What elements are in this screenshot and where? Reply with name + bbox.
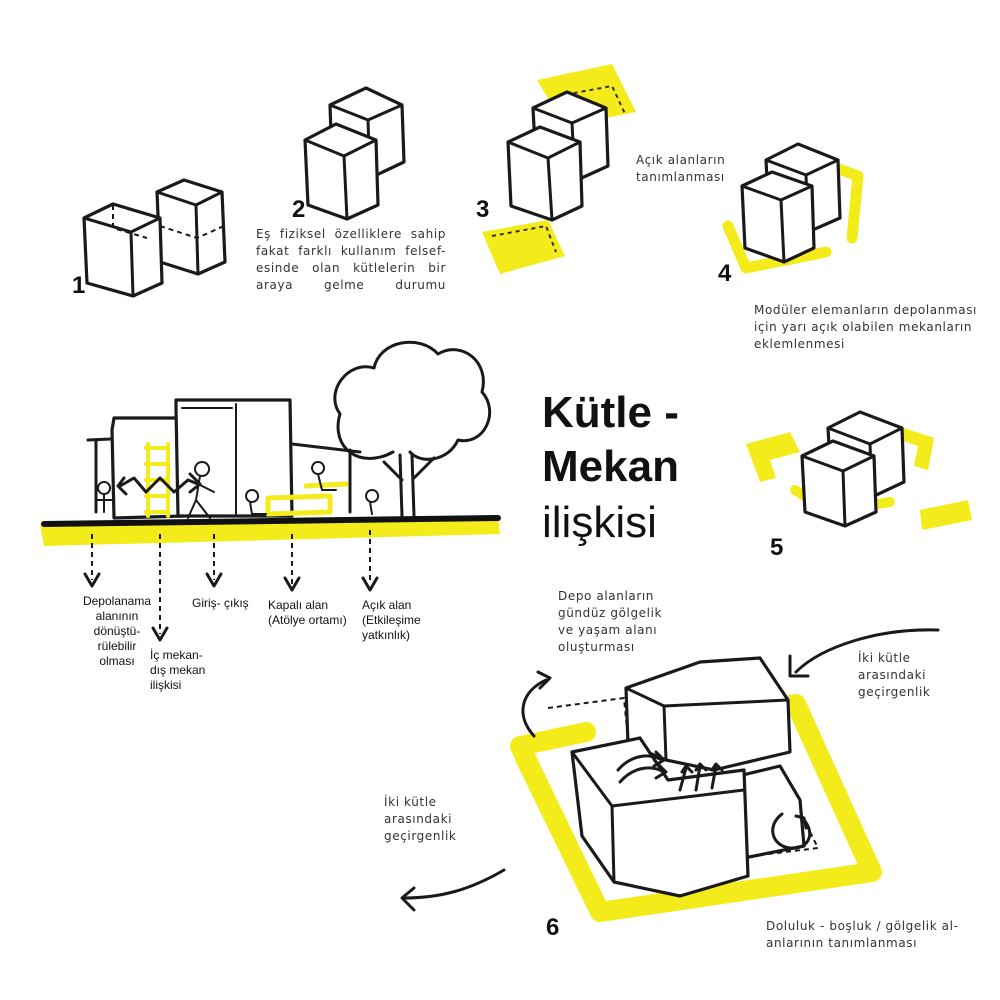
section-label-inside-outside: İç mekan- dış mekan ilişkisi	[150, 648, 206, 692]
section-label-storage: Depolanama alanının dönüştü- rülebilir o…	[82, 594, 152, 668]
step-2-caption: Eş fiziksel özelliklere sahip fakat fark…	[256, 227, 446, 292]
step-2-number: 2	[292, 196, 306, 223]
step-4-number: 4	[718, 260, 732, 287]
note-permeability-right: İki kütle arasındaki geçirgenlik	[858, 651, 931, 699]
step-6-drawing	[400, 628, 940, 922]
step-4-cubes	[722, 142, 864, 274]
step-3-cubes	[482, 64, 636, 274]
step-4-caption: Modüler elemanların depolanması için yar…	[754, 303, 977, 351]
step-1-cubes	[82, 178, 227, 298]
step-1-number: 1	[72, 272, 86, 299]
step-6-number: 6	[546, 914, 560, 941]
note-storage-shade: Depo alanların gündüz gölgelik ve yaşam …	[558, 589, 663, 654]
note-permeability-left: İki kütle arasındaki geçirgenlik	[384, 795, 457, 843]
step-3-caption: Açık alanların tanımlanması	[636, 153, 726, 184]
section-label-entrance: Giriş- çıkış	[192, 596, 249, 610]
note-solid-void: Doluluk - boşluk / gölgelik al- anlarını…	[766, 919, 959, 950]
step-5-cubes	[746, 410, 972, 530]
step-2-cubes	[303, 86, 406, 221]
title-line-3: ilişkisi	[542, 498, 657, 547]
section-label-closed: Kapalı alan (Atölye ortamı)	[268, 598, 347, 627]
step-3-number: 3	[476, 196, 490, 223]
section-label-open: Açık alan (Etkileşime yatkınlık)	[362, 598, 421, 642]
section-drawing	[40, 340, 501, 642]
step-5-number: 5	[770, 534, 784, 561]
title-line-2: Mekan	[542, 442, 679, 491]
title-line-1: Kütle -	[542, 388, 679, 437]
